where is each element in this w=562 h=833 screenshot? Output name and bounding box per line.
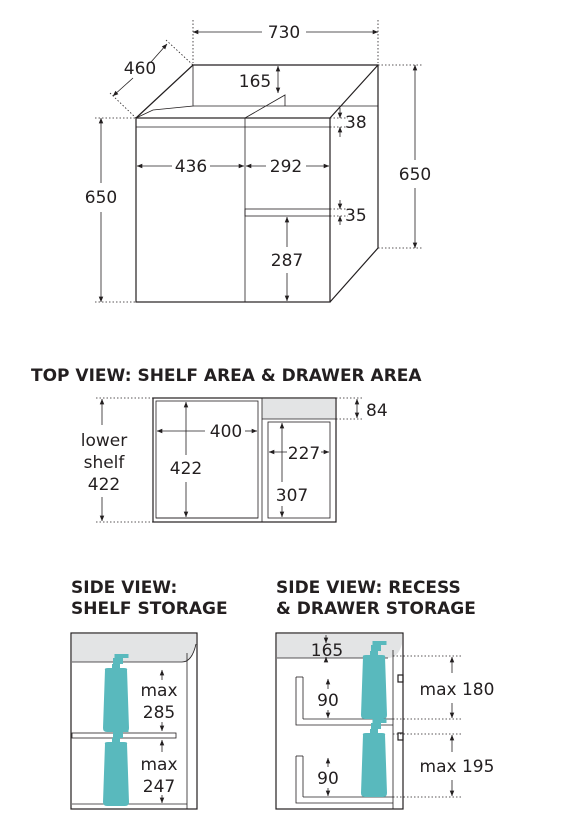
dim-width: 730 <box>192 20 379 63</box>
dim-top-thickness: 38 <box>330 108 367 137</box>
side-recess-label: 165 <box>311 641 343 661</box>
height-front-label: 650 <box>85 188 117 208</box>
dim-depth: 460 <box>109 39 194 119</box>
side-view-shelf: max 285 max 247 <box>70 632 198 810</box>
side-shelf-heading-1: SIDE VIEW: <box>71 578 177 598</box>
depth-label: 460 <box>124 59 156 79</box>
top-view-heading: TOP VIEW: SHELF AREA & DRAWER AREA <box>31 366 422 386</box>
height-back-label: 650 <box>399 165 431 185</box>
drawer-gap-label: 35 <box>345 206 367 226</box>
lower-shelf-line1: lower <box>81 431 127 451</box>
drawer1-height-label: 90 <box>317 691 339 711</box>
soap-bottle-icon <box>103 654 129 732</box>
drawer2-height-label: 90 <box>317 769 339 789</box>
dim-recess: 165 <box>239 65 281 94</box>
shelf-width-label: 400 <box>210 422 242 442</box>
shelf-lower-max: max <box>140 755 177 775</box>
soap-bottle-icon <box>103 728 129 806</box>
recess-area <box>262 399 335 419</box>
soap-bottle-icon <box>361 719 387 797</box>
shelf-upper-value: 285 <box>143 703 175 723</box>
side-view-drawer: 165 90 90 max 180 max 195 <box>275 632 495 810</box>
drawer-width-label: 227 <box>288 444 320 464</box>
drawer-depth-label: 307 <box>276 486 308 506</box>
iso-cabinet-outline <box>135 64 379 303</box>
side-shelf-heading-2: SHELF STORAGE <box>71 599 228 619</box>
side-drawer-heading-1: SIDE VIEW: RECESS <box>276 578 461 598</box>
side-drawer-heading-2: & DRAWER STORAGE <box>276 599 476 619</box>
shelf-upper-max: max <box>140 681 177 701</box>
top-thickness-label: 38 <box>345 113 367 133</box>
dim-left-width: 436 <box>136 157 245 177</box>
iso-view: 730 460 165 38 436 <box>85 20 431 303</box>
shelf-depth-label: 422 <box>170 459 202 479</box>
drawer-height-label: 287 <box>271 251 303 271</box>
lower-shelf-line2: shelf <box>84 453 126 473</box>
lower-shelf-line3: 422 <box>88 475 120 495</box>
dim-right-width: 292 <box>245 157 330 177</box>
shelf-lower-value: 247 <box>143 777 175 797</box>
top-view: 84 400 422 lower shelf 422 227 307 <box>81 397 388 523</box>
left-width-label: 436 <box>175 157 207 177</box>
dim-height-back: 650 <box>378 64 431 249</box>
top-shade-shelf <box>72 634 196 662</box>
recess-depth-label: 84 <box>366 401 388 421</box>
recess-label: 165 <box>239 72 271 92</box>
max-lower-label: max 195 <box>420 757 495 777</box>
dim-drawer-gap: 35 <box>330 200 367 226</box>
dim-height-front: 650 <box>85 117 136 303</box>
max-upper-label: max 180 <box>420 680 495 700</box>
width-label: 730 <box>268 23 300 43</box>
right-width-label: 292 <box>270 157 302 177</box>
dim-drawer-height: 287 <box>271 216 303 302</box>
